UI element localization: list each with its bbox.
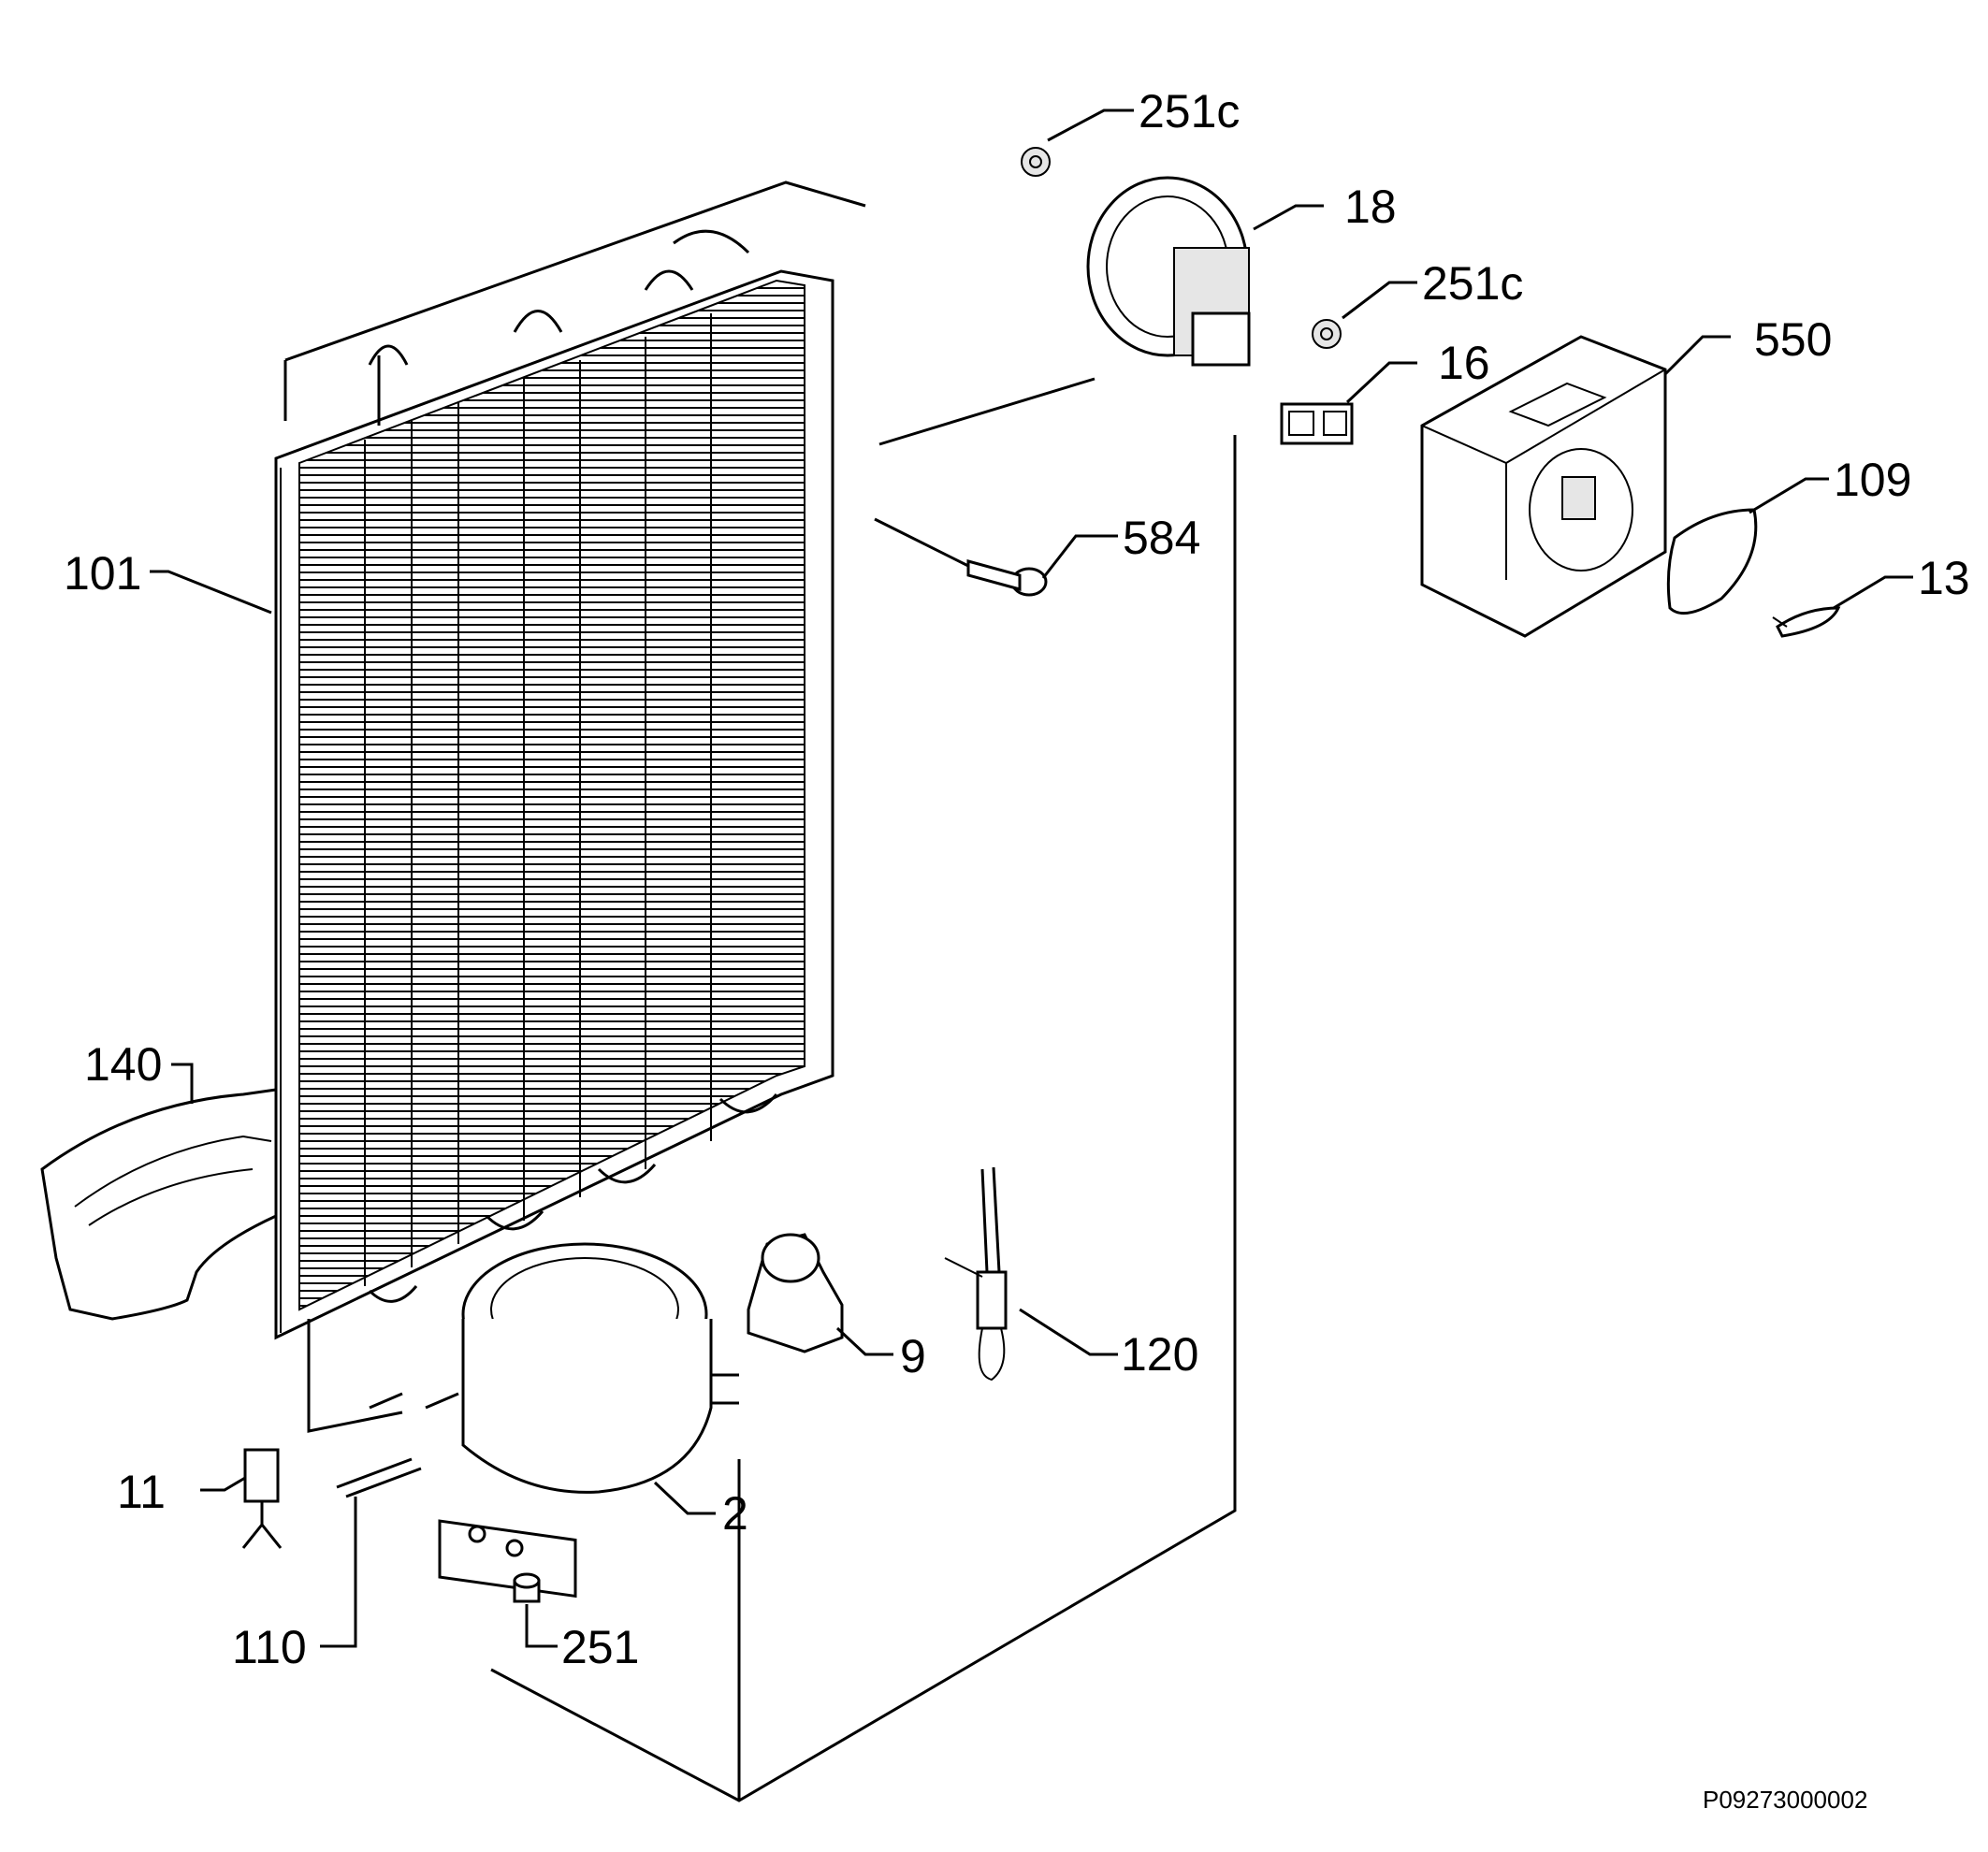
label-11: 11 — [117, 1466, 166, 1518]
lamp-cover — [1666, 508, 1758, 615]
label-584: 584 — [1123, 512, 1200, 564]
drip-tray — [40, 1088, 278, 1321]
label-251c-top: 251c — [1139, 85, 1240, 137]
label-9: 9 — [900, 1330, 926, 1382]
label-2: 2 — [722, 1487, 748, 1540]
cabinet-outline — [283, 181, 1237, 1802]
label-251c-mid: 251c — [1422, 257, 1523, 310]
drawing-code: P09273000002 — [1703, 1786, 1867, 1814]
process-tube — [336, 1392, 459, 1498]
fan-motor — [1086, 176, 1251, 367]
lamp-bulb — [1772, 606, 1841, 638]
thermal-protector — [944, 1166, 1008, 1382]
nut-251c-top — [1021, 147, 1051, 177]
sensor-wire — [874, 517, 1048, 597]
lamp-housing — [1420, 335, 1667, 638]
label-550: 550 — [1754, 313, 1832, 366]
compressor — [438, 1242, 739, 1599]
leader-lines — [150, 109, 1913, 1648]
label-140: 140 — [84, 1038, 162, 1091]
label-16: 16 — [1438, 337, 1490, 389]
label-13: 13 — [1918, 552, 1970, 604]
label-251: 251 — [561, 1621, 639, 1673]
label-109: 109 — [1834, 454, 1911, 506]
label-18: 18 — [1344, 181, 1397, 233]
switch — [1280, 402, 1354, 445]
label-120: 120 — [1121, 1328, 1198, 1381]
nut-251 — [513, 1572, 541, 1603]
filter-drier — [241, 1448, 283, 1549]
nut-251c-mid — [1312, 319, 1342, 349]
label-110: 110 — [232, 1621, 307, 1673]
condenser — [274, 229, 834, 1433]
starter-relay — [747, 1233, 844, 1353]
label-101: 101 — [64, 547, 141, 600]
